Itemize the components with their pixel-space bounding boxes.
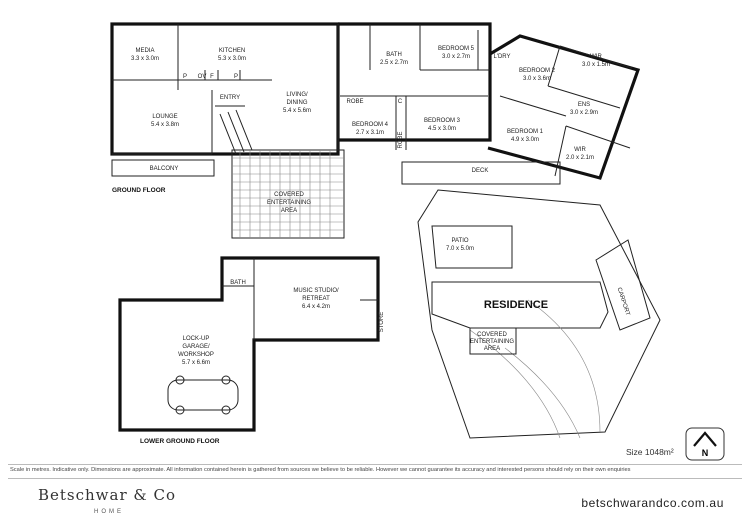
compass-letter: N	[702, 448, 709, 458]
floor-plan: GROUND FLOOR LOWER GROUND FLOOR MEDIA 3.…	[110, 22, 725, 461]
site-patio: PATIO	[451, 238, 468, 244]
lower-ground-floor-plan	[118, 256, 380, 432]
lower-bath-label: BATH	[230, 280, 246, 286]
north-compass-icon	[685, 427, 725, 461]
covered-area-3: AREA	[281, 208, 297, 214]
ground-floor-label: GROUND FLOOR	[112, 187, 166, 194]
site-patio-dims: 7.0 x 5.0m	[446, 246, 474, 252]
brand-subtitle: HOME	[94, 509, 124, 515]
room-bedroom-4: BEDROOM 4	[352, 122, 389, 128]
room-robe-vertical: ROBE	[398, 131, 404, 148]
room-living-2: DINING	[287, 100, 308, 106]
bottom-divider	[8, 478, 742, 479]
room-bedroom-2-dims: 3.0 x 3.6m	[523, 76, 551, 82]
room-ensuite-dims: 3.0 x 2.9m	[570, 110, 598, 116]
room-bath-dims: 2.5 x 2.7m	[380, 60, 408, 66]
brand-logo: Betschwar & Co	[38, 486, 177, 504]
room-bedroom-5-dims: 3.0 x 2.7m	[442, 54, 470, 60]
room-entry: ENTRY	[220, 95, 240, 101]
room-robe: ROBE	[346, 99, 363, 105]
lower-ground-floor-label: LOWER GROUND FLOOR	[140, 438, 220, 445]
music-studio-2: RETREAT	[302, 296, 330, 302]
garage-3: WORKSHOP	[178, 352, 214, 358]
room-laundry: L'DRY	[493, 54, 510, 60]
room-wir-top: WIR	[590, 54, 602, 60]
room-lounge: LOUNGE	[152, 114, 177, 120]
room-wir-bottom: WIR	[574, 147, 586, 153]
site-plan	[417, 189, 661, 439]
room-bedroom-3-dims: 4.5 x 3.0m	[428, 126, 456, 132]
kitchen-code-p2: P	[234, 74, 238, 80]
room-bedroom-1: BEDROOM 1	[507, 129, 544, 135]
room-bedroom-5: BEDROOM 5	[438, 46, 475, 52]
covered-area-1: COVERED	[274, 192, 304, 198]
music-studio-1: MUSIC STUDIO/	[293, 288, 339, 294]
room-bath: BATH	[386, 52, 402, 58]
balcony-label: BALCONY	[150, 166, 179, 172]
room-kitchen: KITCHEN	[219, 48, 245, 54]
site-covered-3: AREA	[484, 346, 500, 352]
site-covered-2: ENTERTAINING	[470, 339, 514, 345]
kitchen-code-p1: P	[183, 74, 187, 80]
room-bedroom-4-dims: 2.7 x 3.1m	[356, 130, 384, 136]
room-c: C	[398, 99, 403, 105]
land-size: Size 1048m²	[626, 447, 674, 457]
website-link[interactable]: betschwarandco.com.au	[581, 496, 724, 510]
room-lounge-dims: 5.4 x 3.8m	[151, 122, 179, 128]
site-covered-1: COVERED	[477, 332, 507, 338]
room-kitchen-dims: 5.3 x 3.0m	[218, 56, 246, 62]
kitchen-code-ov: OV	[198, 74, 207, 80]
room-living-1: LIVING/	[286, 92, 308, 98]
room-media: MEDIA	[135, 48, 154, 54]
garage-dims: 5.7 x 6.6m	[182, 360, 210, 366]
disclaimer-text: Scale in metres. Indicative only. Dimens…	[10, 467, 631, 473]
room-wir-bottom-dims: 2.0 x 2.1m	[566, 155, 594, 161]
store-label: STORE	[379, 312, 385, 333]
site-carport: CARPORT	[616, 287, 631, 317]
top-divider	[8, 464, 742, 465]
room-bedroom-1-dims: 4.9 x 3.0m	[511, 137, 539, 143]
garage-2: GARAGE/	[182, 344, 210, 350]
room-wir-top-dims: 3.0 x 1.5m	[582, 62, 610, 68]
room-ensuite: ENS	[578, 102, 590, 108]
covered-area-2: ENTERTAINING	[267, 200, 311, 206]
room-bedroom-3: BEDROOM 3	[424, 118, 461, 124]
room-living-dims: 5.4 x 5.6m	[283, 108, 311, 114]
room-media-dims: 3.3 x 3.0m	[131, 56, 159, 62]
deck-label: DECK	[472, 168, 489, 174]
ground-floor-plan	[110, 22, 641, 239]
kitchen-code-f: F	[210, 74, 214, 80]
room-bedroom-2: BEDROOM 2	[519, 68, 556, 74]
garage-1: LOCK-UP	[183, 336, 210, 342]
music-studio-dims: 6.4 x 4.2m	[302, 304, 330, 310]
site-residence: RESIDENCE	[484, 299, 548, 311]
